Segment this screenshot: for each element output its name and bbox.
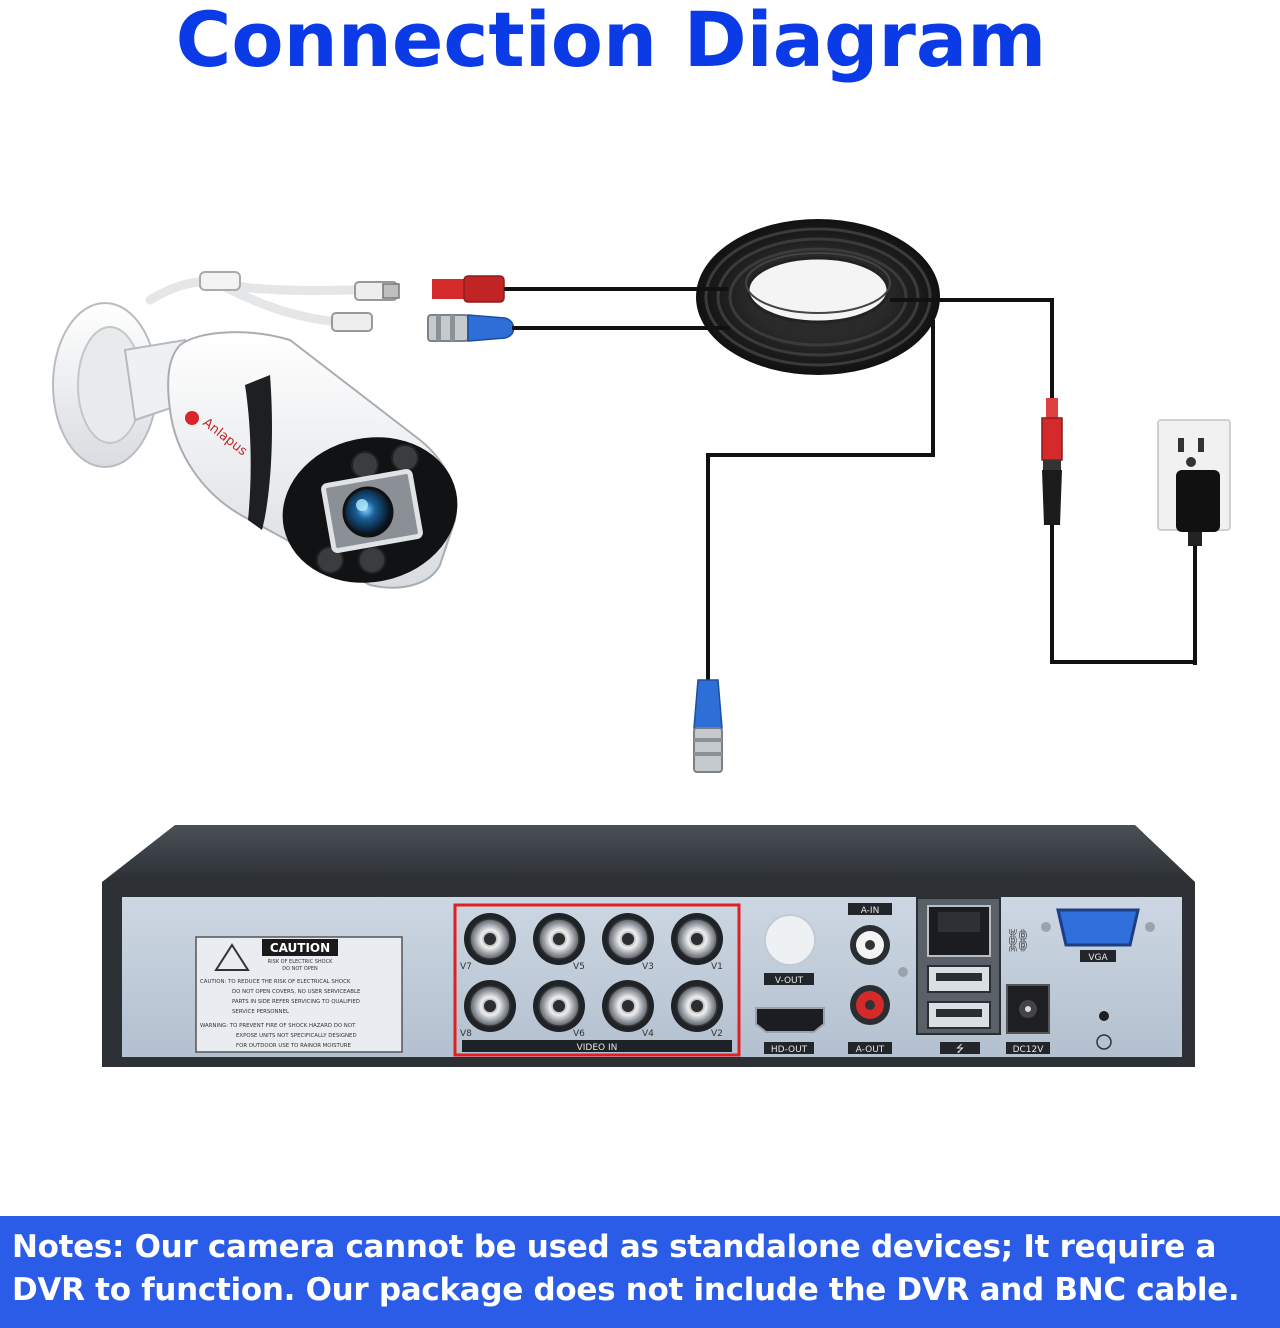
page-title: Connection Diagram xyxy=(175,0,1047,84)
video-channel-label: V1 xyxy=(711,962,723,972)
bnc-video-port[interactable] xyxy=(533,913,585,965)
video-channel-label: V8 xyxy=(460,1029,472,1039)
connection-diagram: Anlapus xyxy=(52,219,1231,1067)
caution-line-1: CAUTION: TO REDUCE THE RISK OF ELECTRICA… xyxy=(200,979,351,985)
cable-coil xyxy=(696,219,940,375)
video-in-label: VIDEO IN xyxy=(577,1043,618,1053)
dvr-recorder: CAUTION RISK OF ELECTRIC SHOCK DO NOT OP… xyxy=(102,825,1195,1067)
bnc-video-port[interactable] xyxy=(464,913,516,965)
a-in-label: A-IN xyxy=(861,906,880,916)
power-connector-red xyxy=(432,275,505,303)
bnc-plug-hanging xyxy=(693,679,723,773)
power-adapter xyxy=(1176,470,1220,665)
wiring xyxy=(504,287,1197,680)
camera-pigtail-cable xyxy=(145,277,365,305)
vga-label: VGA xyxy=(1088,953,1108,963)
dc12v-label: DC12V xyxy=(1013,1045,1045,1055)
ir-led xyxy=(351,451,379,479)
video-channel-label: V3 xyxy=(642,962,654,972)
caution-line-4: SERVICE PERSONNEL xyxy=(232,1009,289,1015)
caution-line-2: DO NOT OPEN COVERS, NO USER SERVICEABLE xyxy=(232,989,361,995)
camera-dc-plug xyxy=(331,312,373,332)
a-out-label: A-OUT xyxy=(856,1045,885,1055)
caution-label: CAUTION RISK OF ELECTRIC SHOCK DO NOT OP… xyxy=(195,936,403,1053)
caution-sub-2: DO NOT OPEN xyxy=(282,966,318,972)
v-out-port[interactable] xyxy=(764,914,816,966)
ir-led xyxy=(316,546,344,574)
bnc-connector-blue xyxy=(427,314,515,342)
video-channel-label: V6 xyxy=(573,1029,585,1039)
video-channel-label: V4 xyxy=(642,1029,654,1039)
caution-line-6: EXPOSE UNITS NOT SPECIFICALLY DESIGNED xyxy=(236,1033,357,1039)
ir-led xyxy=(391,444,419,472)
bnc-video-port[interactable] xyxy=(464,980,516,1032)
v-out-label: V-OUT xyxy=(775,976,804,986)
video-channel-label: V5 xyxy=(573,962,585,972)
camera-lens xyxy=(342,486,394,538)
vga-port[interactable] xyxy=(1056,908,1140,947)
caution-sub-1: RISK OF ELECTRIC SHOCK xyxy=(268,959,333,965)
bnc-video-port[interactable] xyxy=(533,980,585,1032)
bnc-video-port[interactable] xyxy=(602,980,654,1032)
caution-line-3: PARTS IN SIDE REFER SERVICING TO QUALIFI… xyxy=(232,999,360,1005)
ground-icon xyxy=(1096,1034,1112,1050)
notes-banner: Notes: Our camera cannot be used as stan… xyxy=(0,1216,1280,1328)
usb-icon: ⭍ xyxy=(956,1043,964,1055)
network-icon: ⛓ xyxy=(1004,929,1032,954)
caution-line-5: WARNING: TO PREVENT FIRE OF SHOCK HAZARD… xyxy=(200,1023,356,1029)
video-in-highlight xyxy=(453,903,741,1057)
bnc-video-port[interactable] xyxy=(602,913,654,965)
bnc-video-port[interactable] xyxy=(671,913,723,965)
video-channel-label: V7 xyxy=(460,962,472,972)
ground-screw xyxy=(1099,1011,1109,1021)
power-splitter-connector xyxy=(1041,398,1063,525)
caution-line-7: FOR OUTDOOR USE TO RAINOR MOISTURE xyxy=(236,1043,352,1049)
dvr-top-cover xyxy=(102,825,1195,882)
video-channel-label: V2 xyxy=(711,1029,723,1039)
ir-led xyxy=(358,546,386,574)
security-camera: Anlapus xyxy=(52,271,458,589)
hdmi-port[interactable] xyxy=(755,1007,825,1033)
hd-out-label: HD-OUT xyxy=(771,1045,808,1055)
caution-heading: CAUTION xyxy=(270,941,330,955)
bnc-video-port[interactable] xyxy=(671,980,723,1032)
notes-line-1: Notes: Our camera cannot be used as stan… xyxy=(12,1229,1217,1265)
notes-line-2: DVR to function. Our package does not in… xyxy=(12,1272,1240,1308)
